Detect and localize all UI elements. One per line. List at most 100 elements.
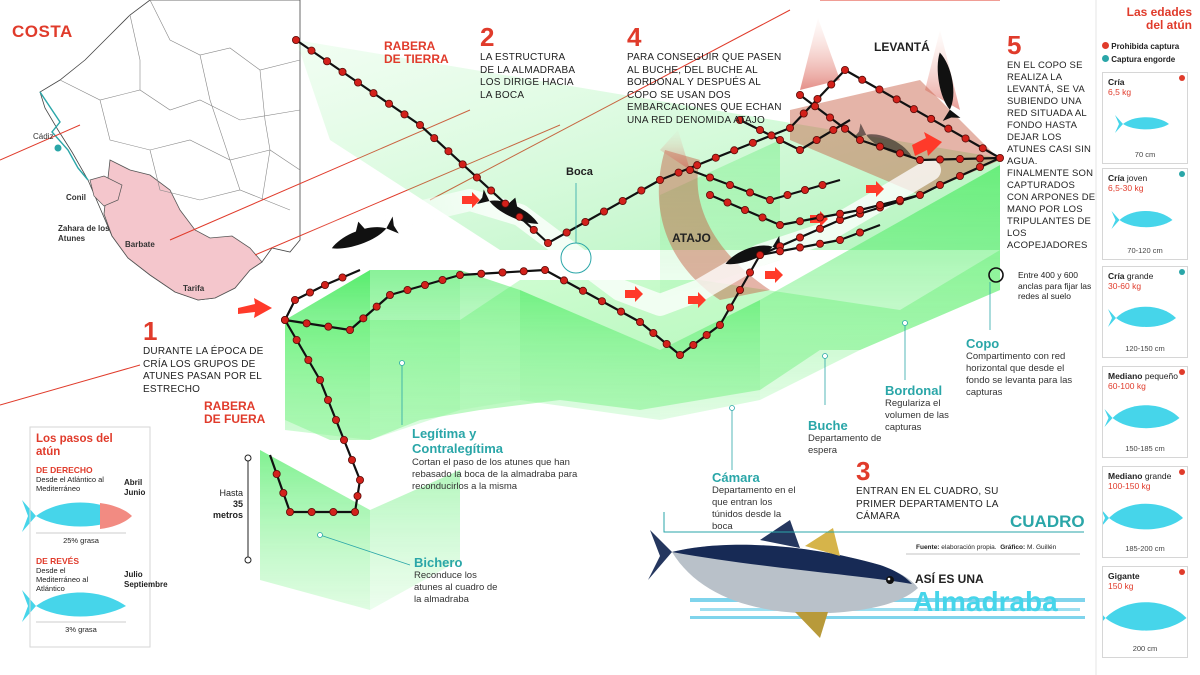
net-float [916, 190, 925, 199]
net-float [369, 89, 378, 98]
step-3: 3 ENTRAN EN EL CUADRO, SU PRIMER DEPARTA… [856, 456, 999, 522]
net-float [444, 147, 453, 156]
net-float [736, 285, 745, 294]
age-size: 200 cm [1132, 644, 1158, 653]
net-float [796, 243, 805, 252]
net-float [766, 195, 775, 204]
net-float [746, 268, 755, 277]
net-float [438, 275, 447, 284]
legitima-info: Legítima y Contralegítima Cortan el paso… [412, 426, 578, 492]
age-weight: 60-100 kg [1108, 381, 1146, 391]
place-zahara: Zahara de los Atunes [58, 224, 110, 243]
net-float [292, 335, 301, 344]
place-conil: Conil [66, 193, 86, 202]
net-float [322, 57, 331, 66]
boca-label: Boca [566, 166, 593, 178]
age-fish-icon [1108, 306, 1176, 327]
age-weight: 6,5-30 kg [1108, 183, 1144, 193]
net-float [498, 268, 507, 277]
net-float [706, 173, 715, 182]
net-float [736, 116, 745, 125]
step-2: 2 LA ESTRUCTURA DE LA ALMADRABA LOS DIRI… [480, 22, 575, 101]
rabera-fuera-label: RABERA DE FUERA [204, 399, 266, 426]
age-name: Mediano pequeño [1108, 371, 1178, 381]
age-weight: 150 kg [1108, 581, 1134, 591]
net-float [858, 75, 867, 84]
net-float [291, 36, 300, 45]
net-float [748, 138, 757, 147]
age-size: 185-200 cm [1125, 544, 1165, 553]
camara-info: Cámara Departamento en el que entran los… [712, 470, 796, 532]
net-float [726, 180, 735, 189]
net-float [856, 228, 865, 237]
place-cadiz: Cádiz [33, 132, 54, 141]
net-float [415, 121, 424, 130]
age-name: Cría [1108, 77, 1125, 87]
age-fish-icon [1104, 405, 1180, 429]
net-float [730, 146, 739, 155]
net-float [353, 491, 362, 500]
age-name: Mediano grande [1108, 471, 1172, 481]
net-float [711, 153, 720, 162]
anchors-note: Entre 400 y 600 anclas para fijar las re… [1018, 270, 1092, 301]
net-float [331, 415, 340, 424]
age-weight: 6,5 kg [1108, 87, 1132, 97]
net-float [618, 196, 627, 205]
net-float [598, 297, 607, 306]
net-float [841, 66, 850, 75]
net-float [875, 85, 884, 94]
net-float [323, 395, 332, 404]
net-float [347, 455, 356, 464]
net-float [315, 375, 324, 384]
net-float [304, 355, 313, 364]
net-float [656, 175, 665, 184]
net-float [816, 213, 825, 222]
net-float [936, 180, 945, 189]
net-float [801, 185, 810, 194]
net-float [944, 124, 953, 133]
net-float [841, 124, 850, 133]
age-size: 150-185 cm [1125, 444, 1165, 453]
net-float [515, 212, 524, 221]
credits: Fuente: elaboración propia. Gráfico: M. … [916, 544, 1057, 551]
net-float [384, 99, 393, 108]
levanta-label: LEVANTÁ [874, 40, 930, 54]
net-float [876, 142, 885, 151]
net-float [329, 507, 338, 516]
net-float [756, 250, 765, 259]
net-float [372, 302, 381, 311]
net-float [637, 186, 646, 195]
net-float [741, 205, 750, 214]
cuadro-label: CUADRO [1010, 512, 1085, 531]
pasos-title: Los pasos del atún [36, 433, 113, 458]
net-float [359, 314, 368, 323]
net-float [909, 105, 918, 114]
buche-info: Buche Departamento de espera [808, 418, 882, 456]
age-fish-icon [1103, 503, 1183, 530]
net-float [353, 78, 362, 87]
edades-title: Las edades del atún [1126, 5, 1192, 32]
step-5: 5 EN EL COPO SE REALIZA LA LEVANTÁ, SE V… [1007, 30, 1096, 251]
bordonal-info: Bordonal Regulariza el volumen de las ca… [885, 383, 949, 433]
age-name: Cría joven [1108, 173, 1148, 183]
net-float [562, 228, 571, 237]
net-float [811, 102, 820, 111]
net-float [581, 217, 590, 226]
net-float [758, 213, 767, 222]
net-float [272, 469, 281, 478]
net-float [285, 507, 294, 516]
net-float [813, 95, 822, 104]
age-fish-icon [1115, 115, 1169, 133]
legend-prohibida-dot [1102, 42, 1109, 49]
net-float [662, 339, 671, 348]
net-float [856, 135, 865, 144]
paso-reves: DE REVÉS Desde el Mediterráneo al Atlánt… [36, 556, 89, 593]
net-float [544, 238, 553, 247]
net-float [541, 265, 550, 274]
status-dot [1179, 369, 1185, 375]
net-float [693, 161, 702, 170]
